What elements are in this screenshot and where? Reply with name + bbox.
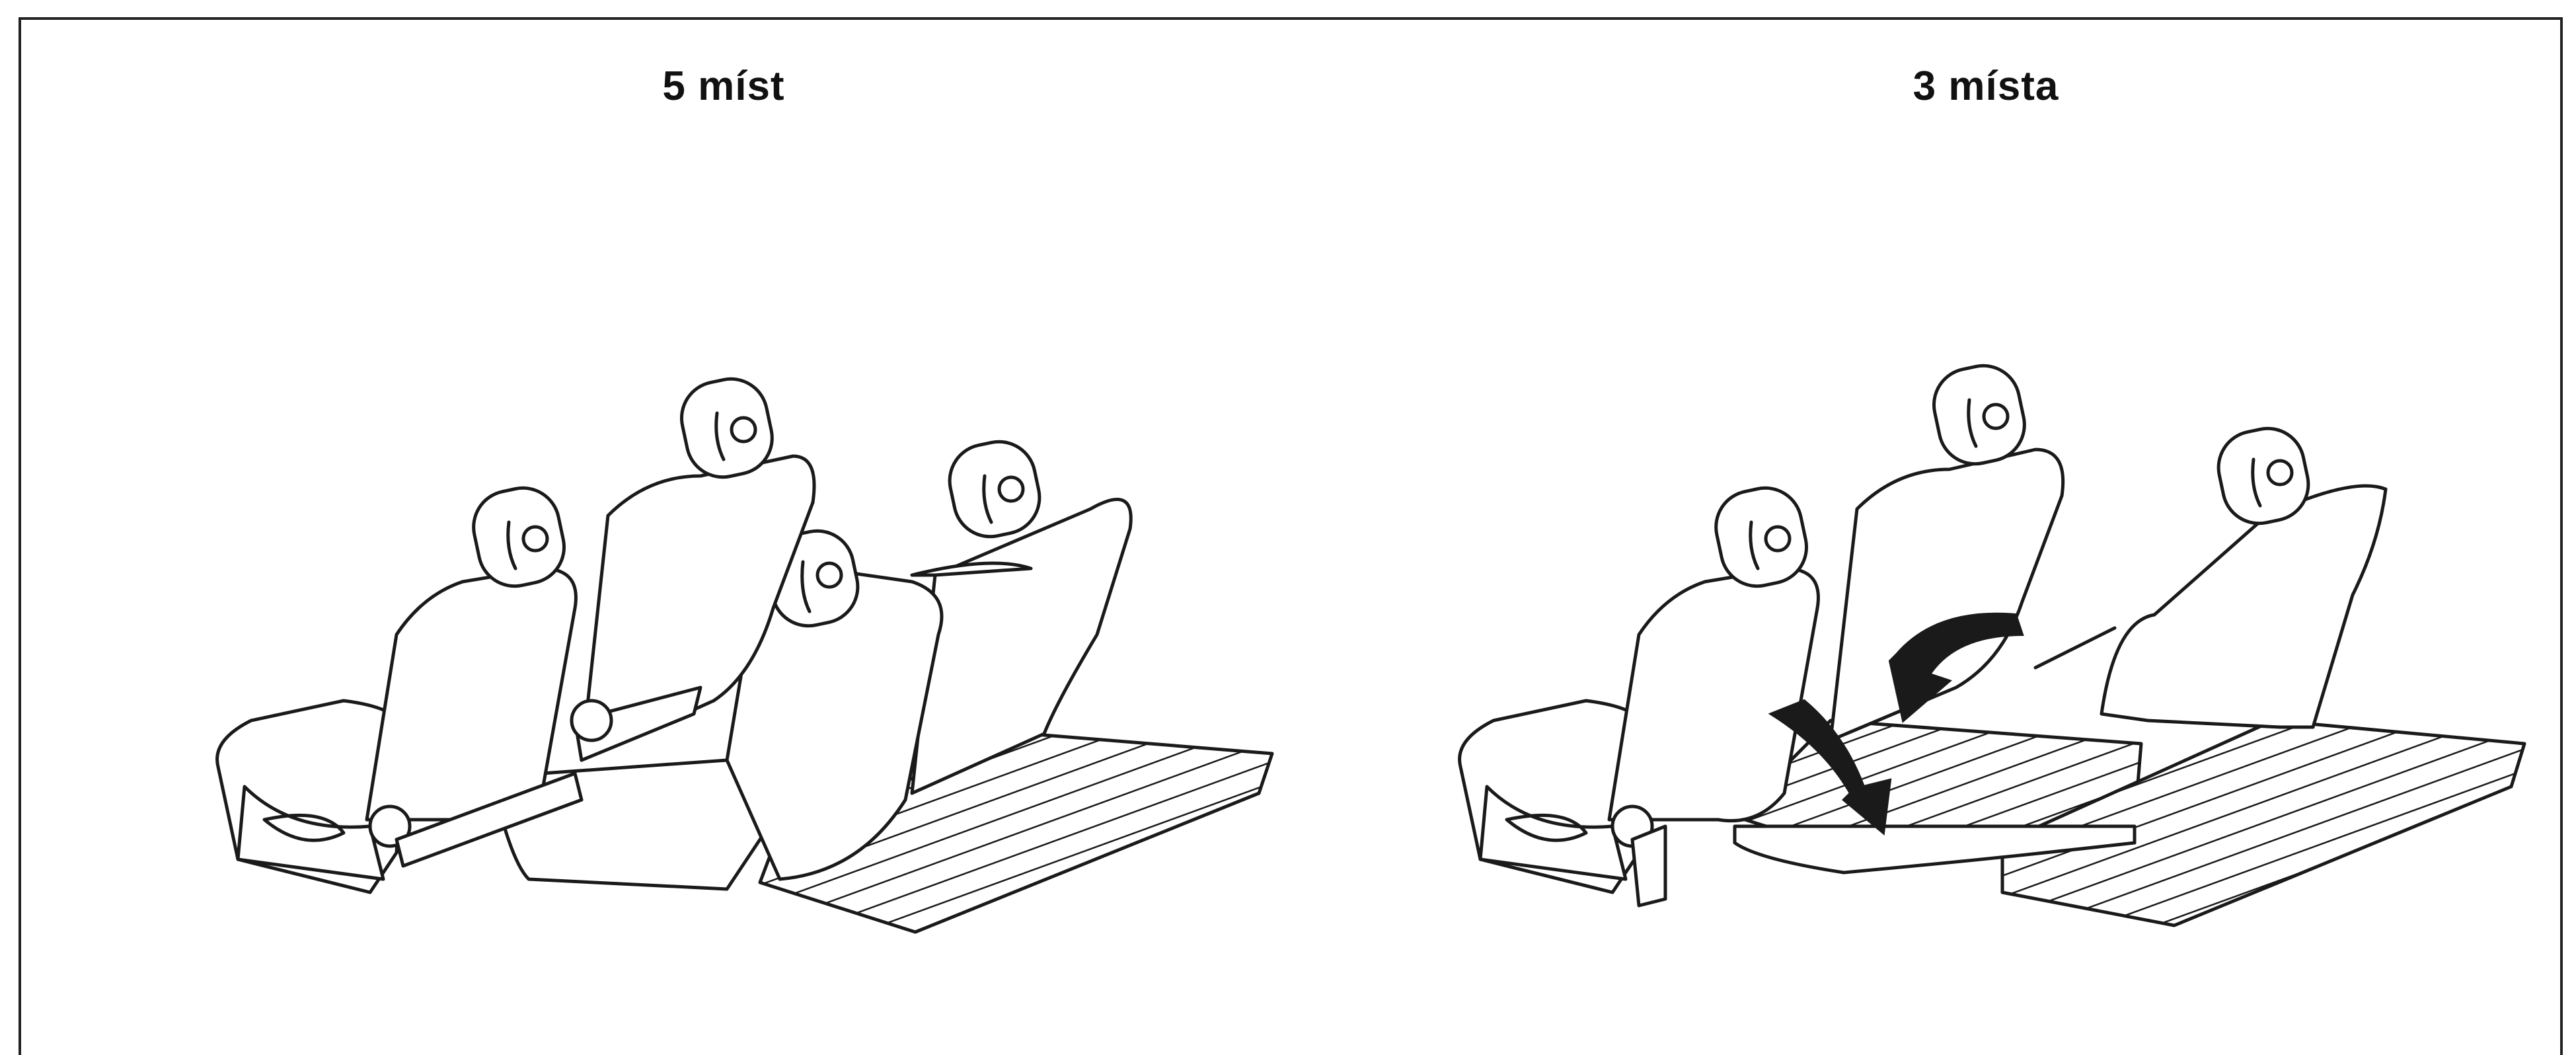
five-seat-layout (217, 372, 1272, 932)
rear-right-seat-3 (2035, 422, 2386, 727)
three-seat-layout (1460, 359, 2524, 925)
